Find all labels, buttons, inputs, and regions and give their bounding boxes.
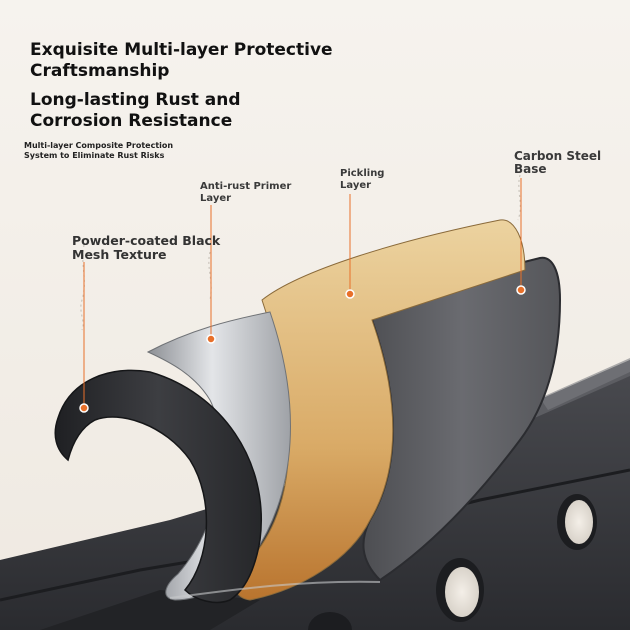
pickling-layer [234,219,526,601]
layer-edge-highlight [169,580,381,599]
headline-rust-resistance: Long-lasting Rust and Corrosion Resistan… [30,90,241,131]
frame-holes [308,494,597,630]
subheading-protection-system: Multi-layer Composite Protection System … [24,141,174,160]
frame-hole [308,612,352,630]
frame-hole [565,500,593,544]
decorative-traces [80,174,521,331]
layer-stack [54,219,562,604]
frame-hole [445,567,479,617]
label-anti-rust-primer: Anti-rust Primer Layer [200,181,292,204]
callout-marker [345,289,355,299]
callouts [79,178,526,413]
callout-marker [79,403,89,413]
callout-marker [516,285,526,295]
label-carbon-steel-base: Carbon Steel Base [514,149,602,176]
label-powder-coated-mesh: Powder-coated Black Mesh Texture [72,233,221,262]
callout-marker [206,334,216,344]
headline-protective-craftsmanship: Exquisite Multi-layer Protective Craftsm… [30,40,333,81]
label-pickling-layer: Pickling Layer [340,168,385,191]
